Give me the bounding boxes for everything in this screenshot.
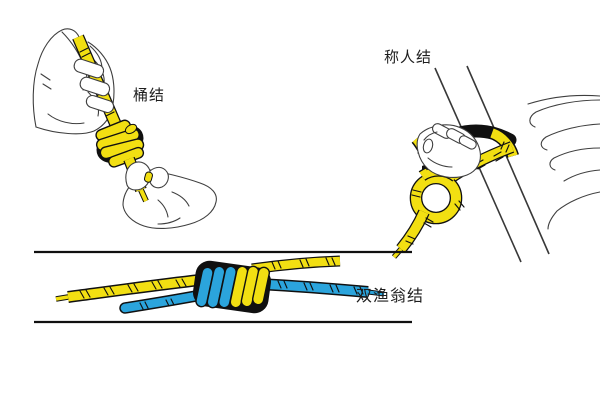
bowline-loop: [409, 165, 463, 225]
lower-hand-sketch: [122, 161, 217, 229]
bowline-knot-figure: [391, 65, 600, 263]
double-fishermans-figure: [34, 250, 412, 324]
frame-lines: [34, 250, 412, 324]
barrel-knot-coils: [95, 119, 145, 168]
yellow-rope-left: [55, 274, 201, 303]
grip-hand-sketch: [416, 123, 481, 178]
fishermans-knot-coils: [192, 260, 272, 314]
label-double-fishermans-knot: 双渔翁结: [356, 288, 425, 305]
blue-rope-right: [259, 278, 385, 298]
label-barrel-knot: 桶结: [133, 87, 166, 104]
arm-sketch: [527, 94, 600, 230]
gripping-fingers: [73, 58, 115, 114]
blue-rope-tail: [119, 290, 202, 314]
barrel-knot-figure: [32, 28, 217, 229]
label-bowline-knot: 称人结: [384, 49, 433, 66]
